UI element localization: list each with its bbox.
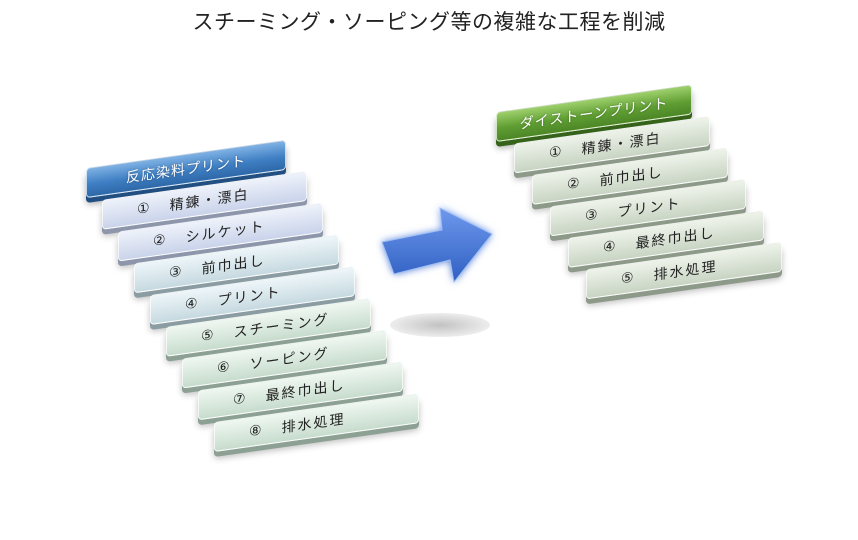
step-number: ⑤: [201, 326, 216, 345]
step-label: プリント: [217, 284, 282, 310]
step-number: ⑦: [233, 390, 248, 409]
step-label: 最終巾出し: [635, 225, 716, 253]
step-label: プリント: [617, 195, 682, 221]
step-label: 精錬・漂白: [581, 130, 662, 158]
step-label: シルケット: [185, 218, 266, 247]
step-label: 前巾出し: [201, 252, 266, 278]
step-label: 精錬・漂白: [169, 187, 250, 215]
step-label: 排水処理: [281, 411, 346, 437]
step-number: ①: [137, 199, 152, 218]
right-arrow-icon: [372, 190, 502, 300]
step-number: ③: [585, 206, 600, 225]
page-title: スチーミング・ソーピング等の複雑な工程を削減: [192, 10, 666, 34]
step-number: ⑧: [249, 422, 264, 441]
step-number: ③: [169, 263, 184, 282]
step-label: 前巾出し: [599, 164, 664, 190]
step-number: ⑥: [217, 358, 232, 377]
step-number: ④: [185, 295, 200, 314]
step-number: ④: [603, 237, 618, 256]
arrow-shadow: [390, 313, 490, 337]
step-label: 排水処理: [653, 258, 718, 284]
step-number: ⑤: [621, 269, 636, 288]
step-number: ②: [567, 174, 582, 194]
step-number: ①: [549, 143, 564, 162]
step-label: スチーミング: [233, 311, 330, 342]
step-label: ソーピング: [249, 345, 330, 374]
step-label: 最終巾出し: [265, 377, 346, 405]
step-number: ②: [153, 231, 168, 250]
